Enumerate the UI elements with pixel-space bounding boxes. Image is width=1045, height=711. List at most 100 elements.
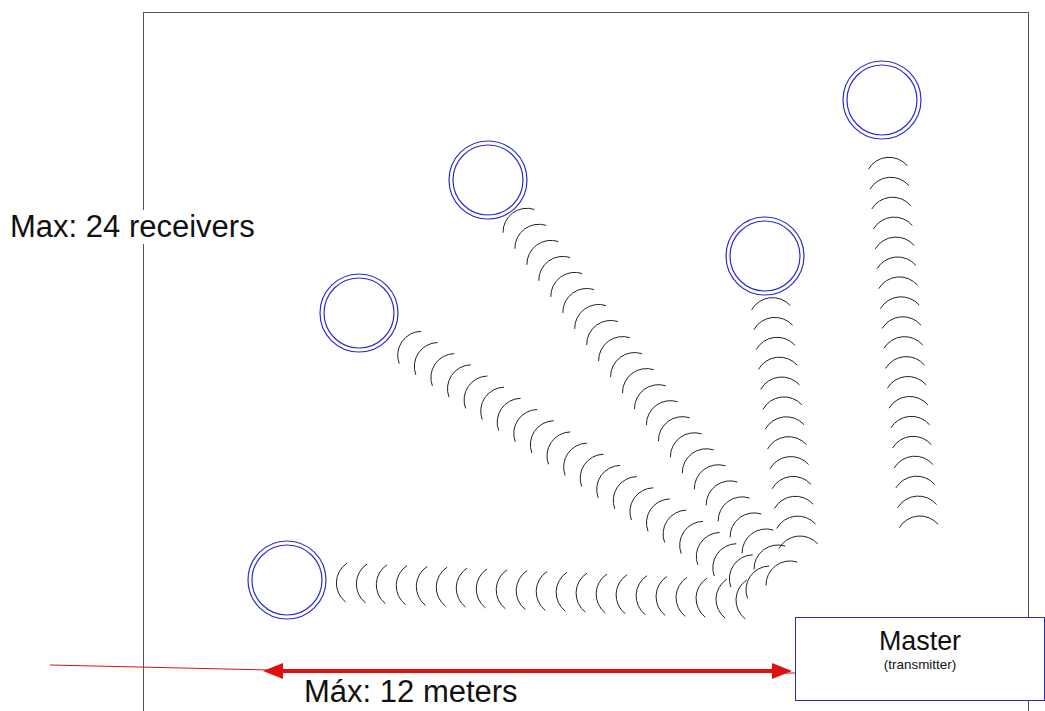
wave-arc bbox=[496, 570, 507, 609]
receiver-circles bbox=[248, 61, 921, 619]
wave-arc bbox=[551, 272, 582, 297]
wave-arc bbox=[464, 376, 487, 408]
wave-arc bbox=[766, 561, 797, 586]
wave-arc bbox=[576, 573, 587, 612]
wave-arc bbox=[891, 416, 930, 428]
wave-arc bbox=[587, 320, 618, 345]
wave-arc bbox=[456, 568, 467, 607]
wave-arc bbox=[875, 237, 914, 249]
wave-arc bbox=[874, 217, 913, 229]
wave-arc bbox=[886, 357, 925, 369]
wave-arc bbox=[516, 571, 527, 610]
wave-arc bbox=[503, 208, 534, 232]
wave-arc bbox=[774, 496, 813, 508]
arrow-head bbox=[263, 663, 283, 679]
wave-arc bbox=[896, 476, 935, 488]
wave-arc bbox=[756, 337, 795, 349]
wave-arc bbox=[611, 353, 642, 377]
wave-arc bbox=[636, 576, 647, 615]
signal-waves bbox=[336, 157, 938, 619]
wave-arc bbox=[497, 398, 520, 430]
wave-arc bbox=[396, 566, 407, 605]
wave-arc bbox=[646, 401, 677, 425]
wave-arc bbox=[706, 481, 737, 505]
wave-arc bbox=[718, 497, 749, 521]
wave-arc bbox=[882, 317, 921, 329]
transmitter-box: Master(transmitter) bbox=[795, 617, 1045, 701]
wave-arc bbox=[894, 456, 933, 468]
wave-arc bbox=[754, 545, 785, 569]
node-title: Master bbox=[796, 626, 1044, 656]
wave-arc bbox=[752, 298, 791, 310]
wave-arc bbox=[696, 533, 719, 565]
receiver-circle bbox=[730, 221, 800, 291]
wave-arc bbox=[515, 224, 546, 249]
wave-arc bbox=[336, 563, 347, 602]
receiver-circle bbox=[248, 541, 326, 619]
wave-arc bbox=[476, 569, 487, 608]
wave-arc bbox=[622, 369, 653, 394]
wave-arc bbox=[763, 397, 802, 409]
arrow-head bbox=[772, 663, 792, 679]
wave-arc bbox=[884, 337, 923, 349]
receiver-circle bbox=[843, 61, 921, 139]
wave-arc bbox=[877, 257, 916, 269]
wave-arc bbox=[530, 421, 553, 453]
area-frame bbox=[144, 13, 1029, 711]
wave-arc bbox=[676, 577, 687, 616]
wave-arc bbox=[481, 387, 504, 419]
wave-arc bbox=[536, 572, 547, 611]
wave-arc bbox=[616, 575, 627, 614]
wave-arc bbox=[887, 377, 926, 389]
wave-arc bbox=[736, 580, 747, 619]
wave-arc bbox=[563, 288, 594, 312]
wave-arc bbox=[872, 197, 911, 209]
wave-arc bbox=[556, 572, 567, 611]
wave-arc bbox=[768, 437, 807, 449]
receiver-circle bbox=[320, 274, 398, 352]
wave-arc bbox=[658, 417, 689, 442]
wave-arc bbox=[777, 516, 816, 528]
wave-arc bbox=[868, 157, 907, 169]
wave-arc bbox=[880, 297, 919, 309]
wave-arc bbox=[696, 578, 707, 617]
wave-arc bbox=[356, 564, 367, 603]
wave-arc bbox=[656, 577, 667, 616]
capacity-note: Max: 24 receivers bbox=[8, 210, 257, 244]
wave-arc bbox=[670, 433, 701, 457]
wave-arc bbox=[414, 343, 437, 375]
wave-arc bbox=[898, 496, 937, 508]
wave-arc bbox=[398, 331, 421, 363]
wave-arc bbox=[539, 256, 570, 280]
receiver-circle bbox=[726, 217, 804, 295]
wave-arc bbox=[765, 417, 804, 429]
receiver-circle bbox=[453, 145, 523, 215]
wave-arc bbox=[879, 277, 918, 289]
wave-arc bbox=[630, 488, 653, 520]
wave-arc bbox=[716, 579, 727, 618]
wave-arc bbox=[729, 555, 752, 587]
wave-arc bbox=[682, 449, 713, 473]
wave-arc bbox=[680, 521, 703, 553]
wave-arc bbox=[376, 565, 387, 604]
wave-arc bbox=[694, 465, 725, 490]
wave-arc bbox=[547, 432, 570, 464]
wave-arc bbox=[870, 177, 909, 189]
wave-arc bbox=[416, 566, 427, 605]
wave-arc bbox=[893, 436, 932, 448]
wave-arc bbox=[663, 510, 686, 542]
dimension-arrow bbox=[280, 669, 775, 673]
wave-arc bbox=[514, 410, 537, 442]
extension-line bbox=[50, 665, 270, 670]
receiver-circle bbox=[449, 141, 527, 219]
wave-arc bbox=[754, 317, 793, 329]
receiver-circle bbox=[847, 65, 917, 135]
wave-arc bbox=[770, 457, 809, 469]
wave-arc bbox=[431, 354, 454, 386]
wave-arc bbox=[564, 443, 587, 475]
wave-arc bbox=[758, 357, 797, 369]
wave-arc bbox=[447, 365, 470, 397]
wave-arc bbox=[597, 465, 620, 497]
wave-arc bbox=[527, 240, 558, 264]
